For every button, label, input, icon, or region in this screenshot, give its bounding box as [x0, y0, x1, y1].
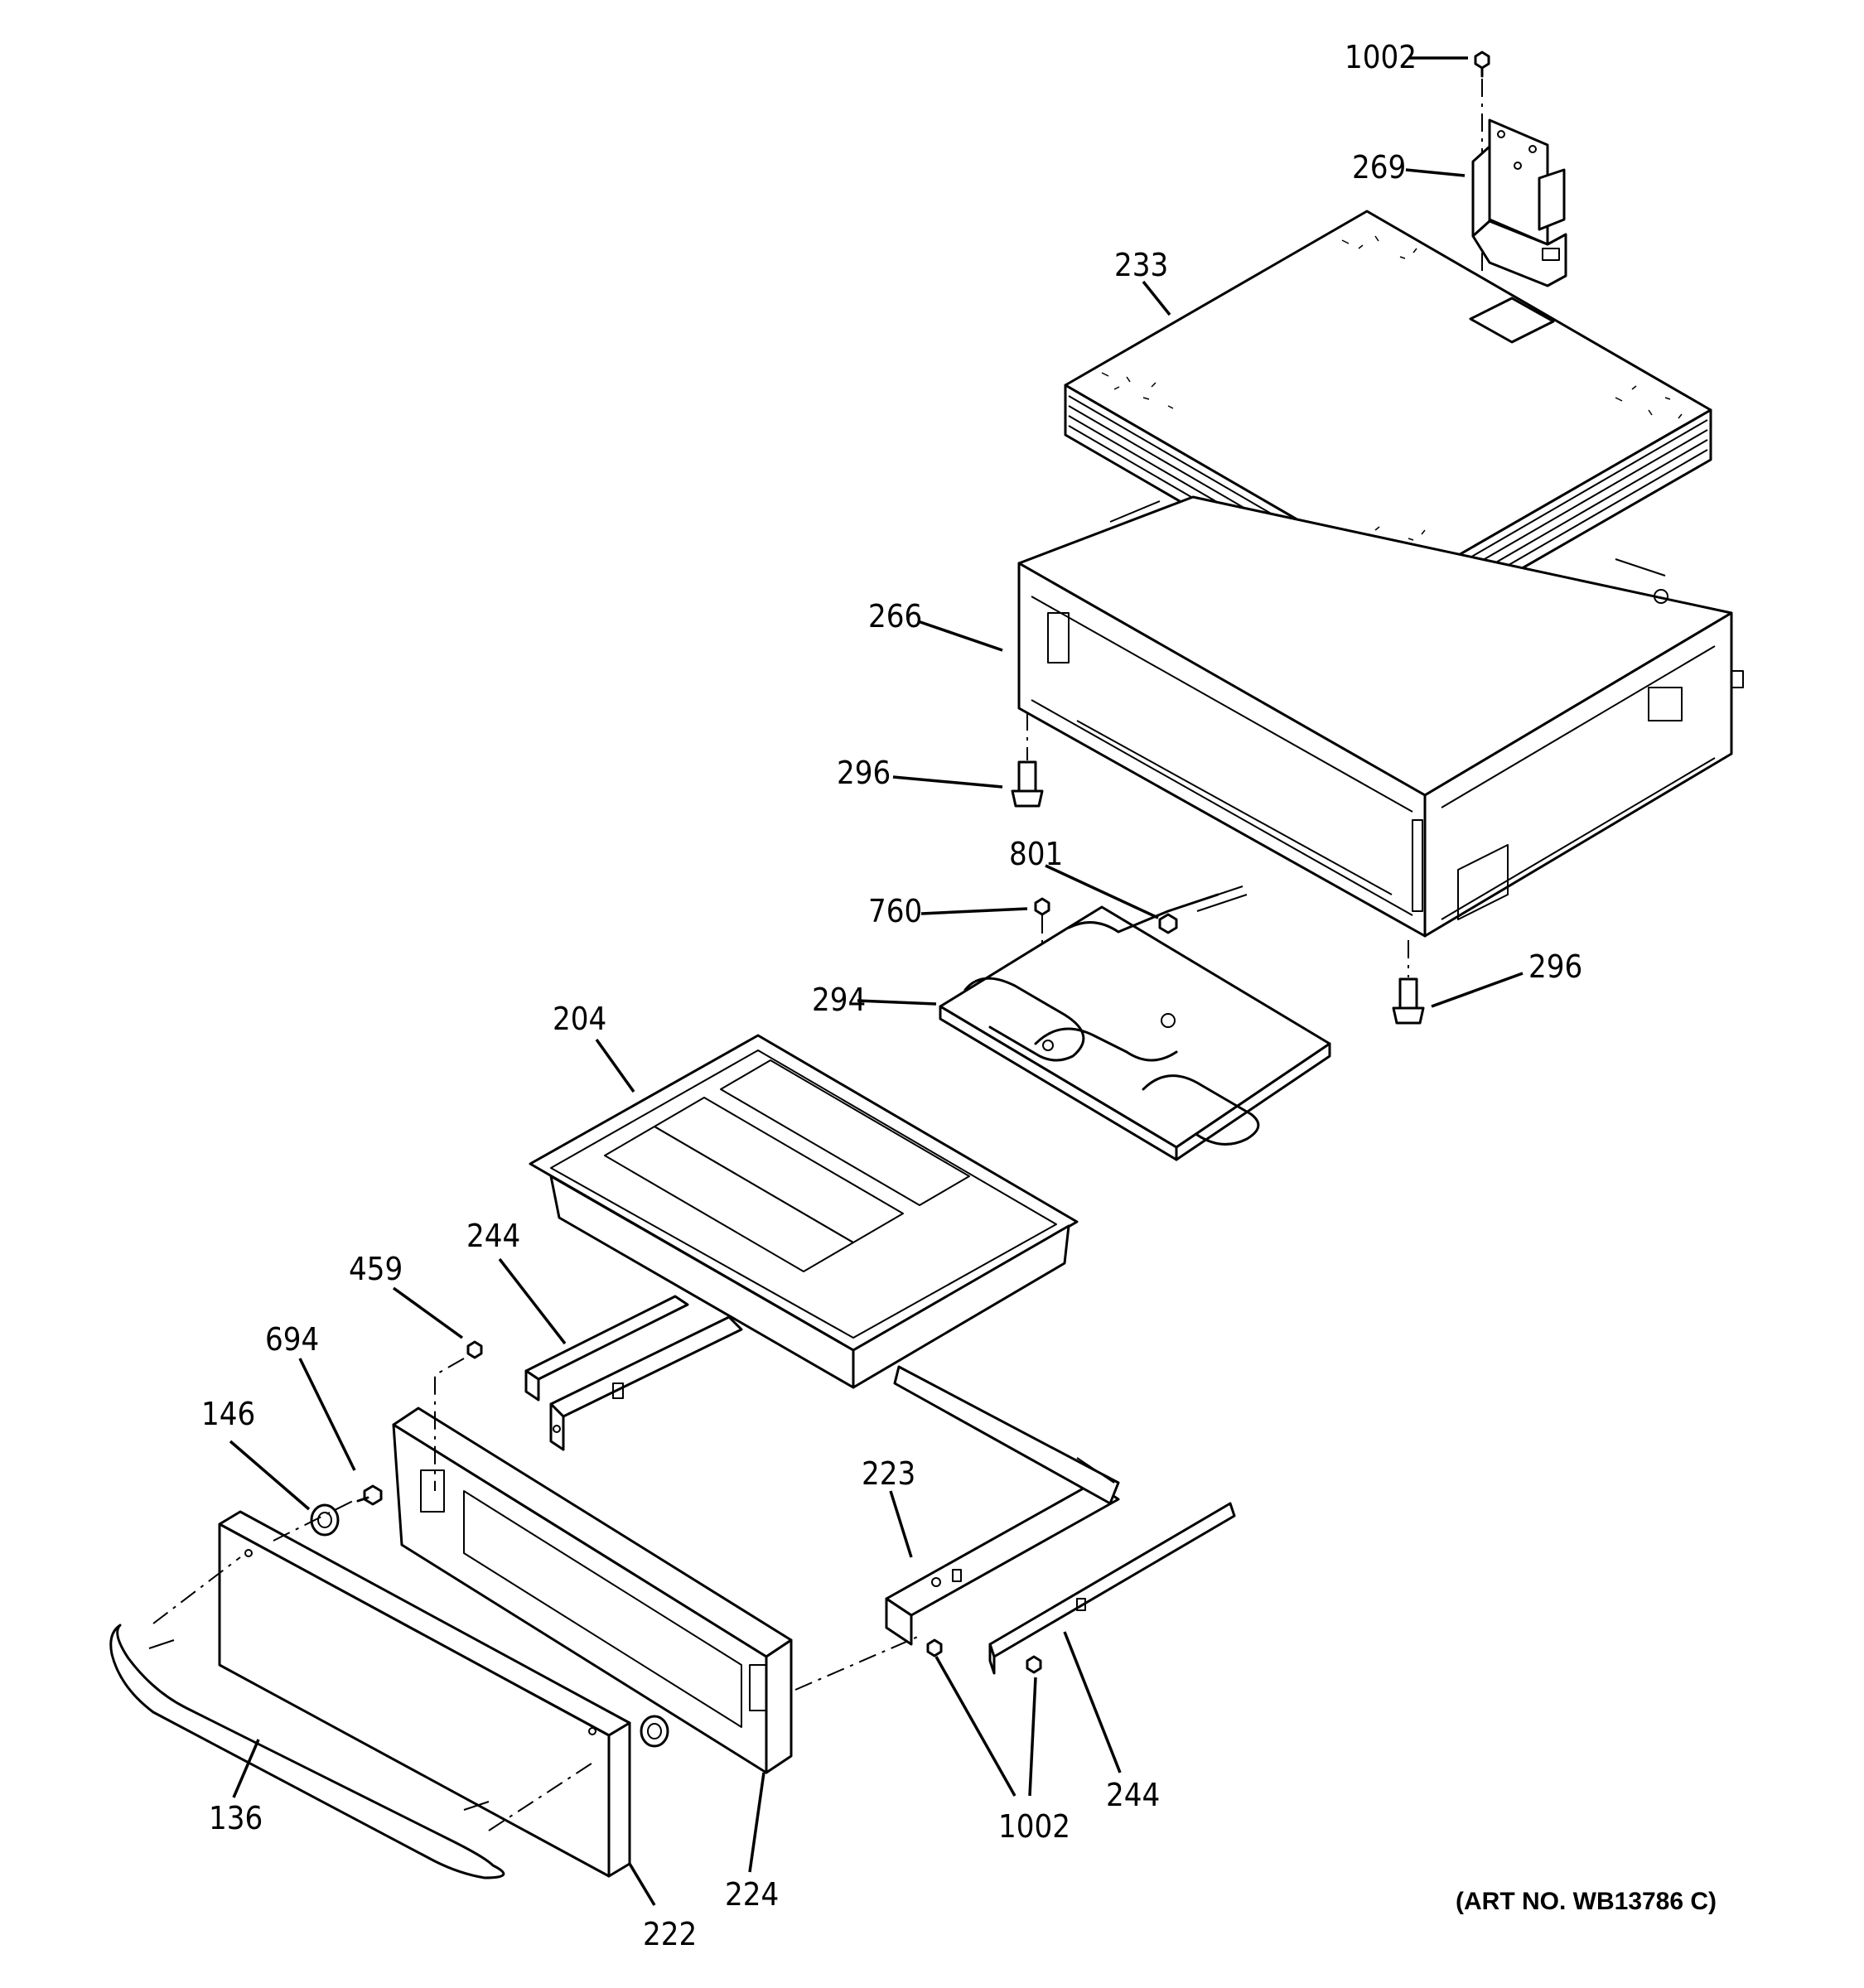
label-801: 801 — [1009, 836, 1063, 872]
part-labels: 1002 269 233 266 296 801 760 296 294 204… — [201, 39, 1582, 1952]
label-222: 222 — [643, 1916, 697, 1952]
label-1002-top: 1002 — [1345, 39, 1417, 75]
part-459-screw — [466, 1340, 483, 1359]
part-1002-screw-bottom-a — [926, 1638, 943, 1657]
label-244-right: 244 — [1106, 1777, 1160, 1813]
part-801-terminal — [1158, 885, 1248, 934]
label-269: 269 — [1352, 149, 1406, 186]
label-266: 266 — [868, 598, 922, 635]
part-266-housing — [1017, 495, 1744, 938]
label-136: 136 — [209, 1800, 263, 1836]
part-146-grommet — [310, 1503, 340, 1537]
part-224-inner-front — [392, 1407, 793, 1774]
alignment-line — [488, 1759, 597, 1831]
part-204-drawer-pan — [529, 1034, 1079, 1389]
part-760-screw — [1034, 897, 1050, 916]
part-269-bracket — [1471, 118, 1567, 287]
label-760: 760 — [868, 893, 922, 929]
label-294: 294 — [812, 982, 866, 1018]
part-222-drawer-panel — [218, 1510, 631, 1878]
part-694-screw — [356, 1484, 383, 1506]
part-1002-screw-top — [1474, 51, 1490, 78]
part-136-handle — [109, 1624, 505, 1879]
part-146-grommet-right — [640, 1715, 669, 1748]
label-296-right: 296 — [1528, 948, 1582, 985]
label-223: 223 — [862, 1455, 915, 1492]
part-296-leg-right — [1392, 940, 1425, 1025]
part-244-slide-right — [988, 1502, 1236, 1675]
part-244-slide-left — [524, 1295, 743, 1451]
label-146: 146 — [201, 1396, 255, 1432]
alignment-line — [273, 1498, 357, 1542]
alignment-line — [434, 1358, 465, 1491]
label-233: 233 — [1114, 247, 1168, 283]
label-694: 694 — [265, 1321, 319, 1358]
label-224: 224 — [725, 1876, 779, 1913]
part-296-leg-left — [1011, 712, 1044, 808]
art-number: (ART NO. WB13786 C) — [1456, 1888, 1717, 1915]
part-1002-screw-bottom-b — [1026, 1655, 1042, 1674]
label-459: 459 — [349, 1251, 403, 1287]
label-204: 204 — [553, 1001, 606, 1037]
label-244-left: 244 — [466, 1218, 520, 1254]
part-294-heating-element — [939, 893, 1331, 1161]
label-1002-bottom: 1002 — [998, 1808, 1070, 1845]
alignment-line — [794, 1635, 920, 1691]
part-223-rail — [885, 1365, 1120, 1646]
leader-lines — [229, 56, 1524, 1906]
label-296-left: 296 — [837, 755, 891, 791]
